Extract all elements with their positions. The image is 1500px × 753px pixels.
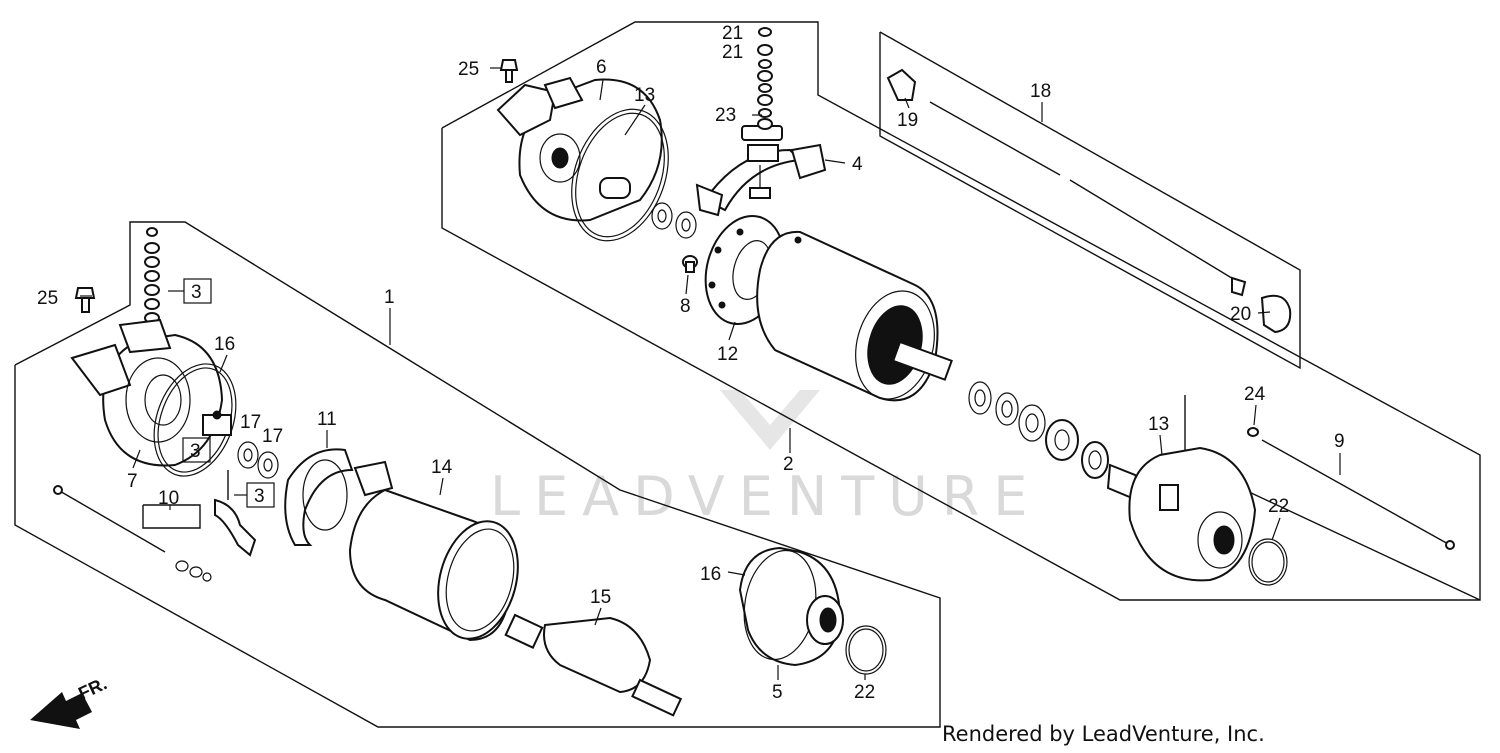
callout-6: 6	[596, 57, 607, 78]
callout-9: 9	[1334, 431, 1345, 452]
callout-23: 23	[715, 105, 736, 126]
callout-12: 12	[717, 344, 738, 365]
yoke-14	[348, 488, 519, 642]
washers-spacers-upper	[968, 381, 1141, 500]
bolt-25-upper	[499, 59, 519, 83]
through-bolt-9	[1247, 427, 1455, 550]
watermark-text: LEADVENTURE	[490, 465, 1041, 528]
front-cover-5	[738, 546, 844, 667]
callout-16-upper: 16	[700, 564, 721, 585]
front-cover-upper	[1128, 446, 1257, 582]
rear-cover-6	[496, 76, 663, 222]
callout-20: 20	[1230, 304, 1251, 325]
callout-24: 24	[1244, 384, 1266, 405]
through-bolt-10	[53, 485, 212, 582]
watermark: LEADVENTURE	[490, 390, 1041, 528]
callout-1: 1	[384, 287, 395, 308]
o-ring-22-lower	[845, 625, 887, 675]
callout-21-b: 21	[722, 42, 743, 63]
callout-3-a: 3	[191, 282, 202, 303]
group-outlines	[14, 21, 1481, 728]
terminal-bolt-lower	[214, 470, 257, 557]
callout-17-b: 17	[262, 426, 283, 447]
callout-8: 8	[680, 296, 691, 317]
callout-18: 18	[1030, 81, 1051, 102]
callout-7: 7	[127, 471, 138, 492]
callout-10: 10	[158, 488, 179, 509]
callout-15: 15	[590, 587, 611, 608]
callout-17-a: 17	[240, 412, 261, 433]
assembly-2-outline	[441, 21, 1481, 601]
washer-stack-3	[144, 227, 160, 324]
washers-upper	[651, 202, 697, 239]
rendered-by-credit: Rendered by LeadVenture, Inc.	[942, 722, 1265, 746]
brush-plate-11	[284, 448, 394, 546]
leader-lines	[80, 67, 1341, 680]
bolt-25-lower	[74, 287, 96, 313]
callout-16-lower: 16	[214, 334, 235, 355]
callout-25-lower: 25	[37, 288, 58, 309]
screw-8	[682, 255, 698, 273]
bolt-10-outline	[142, 504, 201, 529]
callout-3-c: 3	[254, 486, 265, 507]
brush-holder-4	[695, 125, 827, 217]
callout-21-a: 21	[722, 23, 743, 44]
hose-kit-outline	[879, 31, 1301, 370]
callout-3-b: 3	[190, 441, 201, 462]
callout-13-upper: 13	[634, 85, 655, 106]
callout-2: 2	[783, 454, 794, 475]
callout-13-lower: 13	[1148, 414, 1169, 435]
boxed-callout-3-a: 3	[168, 278, 212, 304]
callout-5: 5	[772, 682, 783, 703]
callout-14: 14	[431, 457, 453, 478]
arrow-icon	[30, 692, 92, 729]
terminal-block-lower	[202, 410, 232, 436]
o-ring-13-upper	[571, 108, 669, 242]
callout-labels: 6 13 25 21 21 23 4 8 12 2 18 19 20 13 24…	[37, 23, 1345, 703]
callout-19: 19	[897, 110, 918, 131]
front-direction-indicator: FR.	[30, 673, 110, 729]
armature-15	[504, 613, 683, 717]
hose-18	[886, 68, 1292, 334]
callout-22-upper: 22	[1268, 496, 1289, 517]
assembly-1-outline	[14, 221, 941, 728]
callout-22-lower: 22	[854, 682, 875, 703]
callout-4: 4	[852, 154, 863, 175]
boxed-callout-3-c: 3	[234, 482, 275, 508]
washers-17	[237, 441, 279, 479]
callout-25-upper: 25	[458, 59, 479, 80]
nut-stack-21	[757, 27, 773, 130]
boxed-callout-3-b: 3	[182, 437, 211, 463]
callout-11: 11	[317, 409, 337, 430]
o-ring-22-upper	[1248, 538, 1288, 586]
yoke-upper	[756, 230, 953, 402]
